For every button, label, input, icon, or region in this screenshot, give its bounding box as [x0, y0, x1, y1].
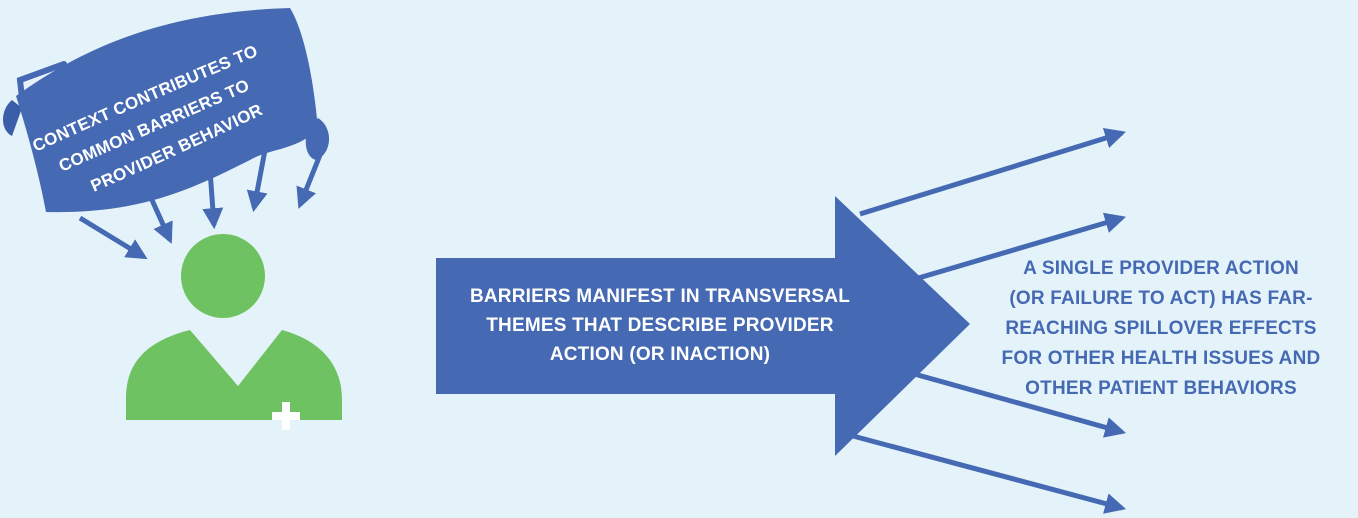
big-arrow-line-1: BARRIERS MANIFEST IN TRANSVERSAL: [469, 286, 851, 307]
context-arrow-3: [202, 169, 224, 230]
effect-line-1: A SINGLE PROVIDER ACTION: [1023, 258, 1299, 279]
spillover-arrows: [852, 127, 1127, 514]
spillover-arrow-4: [852, 433, 1127, 514]
effect-line-3: REACHING SPILLOVER EFFECTS: [1005, 318, 1317, 339]
big-arrow-label: BARRIERS MANIFEST IN TRANSVERSAL THEMES …: [440, 282, 880, 369]
context-arrows: [78, 149, 325, 260]
spillover-arrow-2: [904, 212, 1127, 285]
context-arrow-4: [246, 149, 268, 213]
context-banner: CONTEXT CONTRIBUTES TO COMMON BARRIERS T…: [3, 8, 330, 213]
big-arrow-line-3: ACTION (OR INACTION): [549, 344, 771, 365]
effect-line-2: (OR FAILURE TO ACT) HAS FAR-: [1009, 288, 1313, 309]
health-provider-icon: [126, 234, 342, 430]
effect-line-5: OTHER PATIENT BEHAVIORS: [1025, 378, 1297, 399]
big-arrow-line-2: THEMES THAT DESCRIBE PROVIDER: [486, 315, 834, 336]
context-arrow-1: [78, 215, 148, 260]
provider-head: [181, 234, 265, 318]
provider-body: [126, 330, 342, 420]
context-arrow-5: [296, 149, 325, 209]
medical-cross-icon: [272, 402, 300, 430]
big-arrow: [436, 196, 970, 456]
spillover-effect-label: A SINGLE PROVIDER ACTION (OR FAILURE TO …: [968, 254, 1354, 404]
context-arrow-2: [149, 198, 173, 244]
effect-line-4: FOR OTHER HEALTH ISSUES AND: [1001, 348, 1321, 369]
spillover-arrow-1: [859, 127, 1127, 217]
spillover-arrow-3: [899, 367, 1127, 438]
